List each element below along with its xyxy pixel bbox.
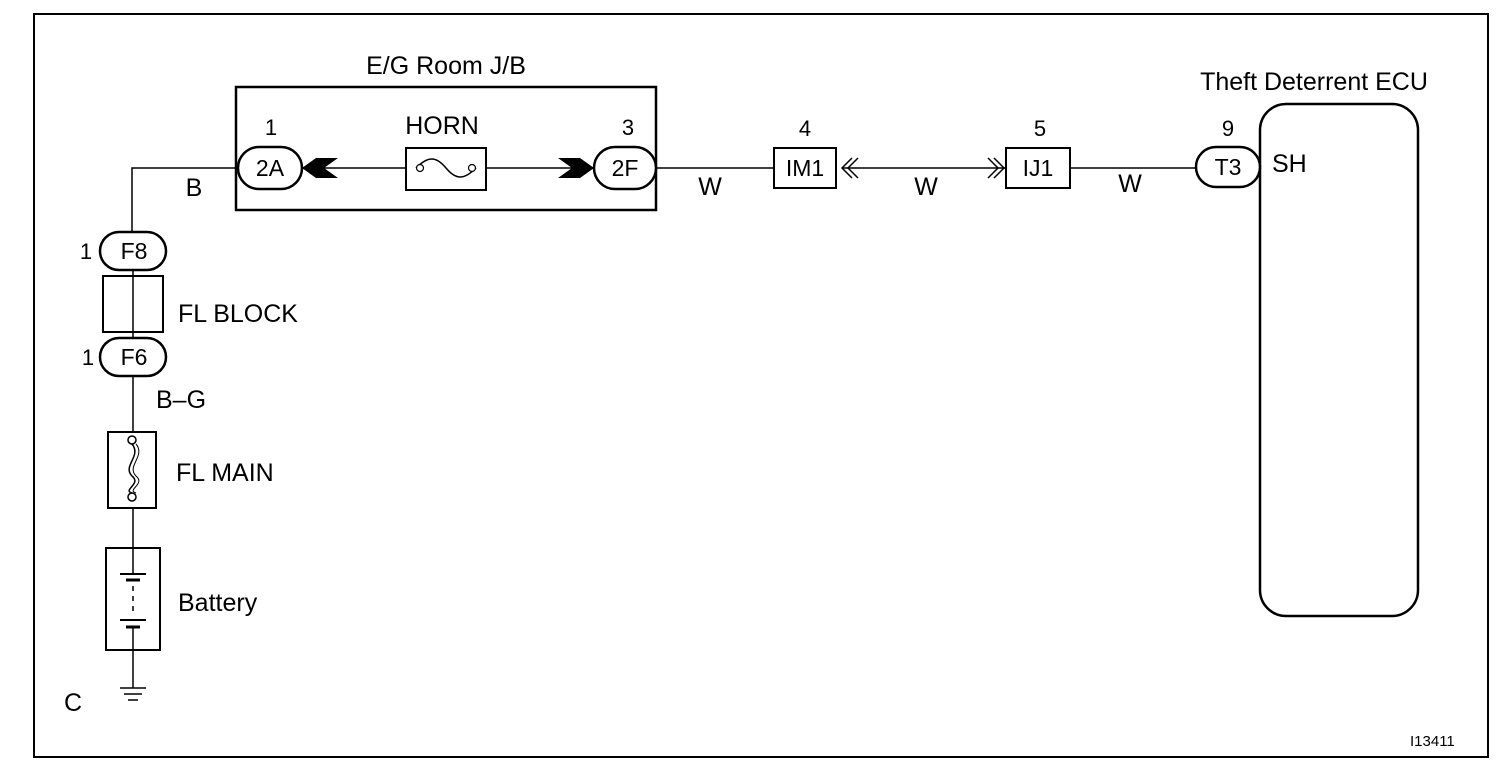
connector-2f-name: 2F [612,155,639,181]
connector-f6-name: F6 [121,344,148,370]
junction-arrow-left-icon [302,158,338,178]
connector-im1 [773,147,837,189]
connector-2f-pin: 3 [622,115,634,140]
battery-label: Battery [178,589,258,617]
wire-color-w1: W [698,173,722,201]
junction-arrow-right-icon [558,158,594,178]
connector-im1-name: IM1 [786,155,824,181]
connector-ij1 [1005,147,1071,189]
connector-t3-pin: 9 [1222,116,1234,141]
wire-color-bg: B–G [156,386,206,414]
wire-color-w2: W [914,173,938,201]
jb-box [234,85,658,212]
diagram-frame [33,13,1489,758]
wire-2a-f8 [131,167,238,232]
connector-t3-name: T3 [1215,154,1242,180]
figure-id: I13411 [1410,733,1455,750]
ecu-title: Theft Deterrent ECU [1200,68,1428,96]
connector-chevron-right-icon [987,157,1006,179]
jb-title: E/G Room J/B [366,52,526,80]
ground-icon [120,687,146,701]
ecu-box [1258,102,1420,618]
connector-f8-name: F8 [121,238,148,264]
connector-ij1-name: IJ1 [1023,155,1054,181]
connector-f8-pin: 1 [80,239,92,264]
connector-ij1-pin: 5 [1034,116,1046,141]
connector-2a-name: 2A [256,155,285,181]
connector-chevron-left-icon [840,157,859,179]
connector-im1-pin: 4 [799,116,811,141]
connector-t3 [1194,145,1262,189]
wire-color-w3: W [1118,170,1142,198]
connector-2a-pin: 1 [265,115,277,140]
fl-main-label: FL MAIN [176,459,274,487]
wire-color-b: B [186,174,203,202]
horn-fuse-label: HORN [405,112,479,140]
fl-block-label: FL BLOCK [178,300,298,328]
ecu-terminal-sh: SH [1272,150,1307,178]
fl-main-fuse-icon [107,431,157,509]
horn-fuse-icon [405,147,487,191]
connector-f6-pin: 1 [82,345,94,370]
corner-label: C [64,689,82,717]
